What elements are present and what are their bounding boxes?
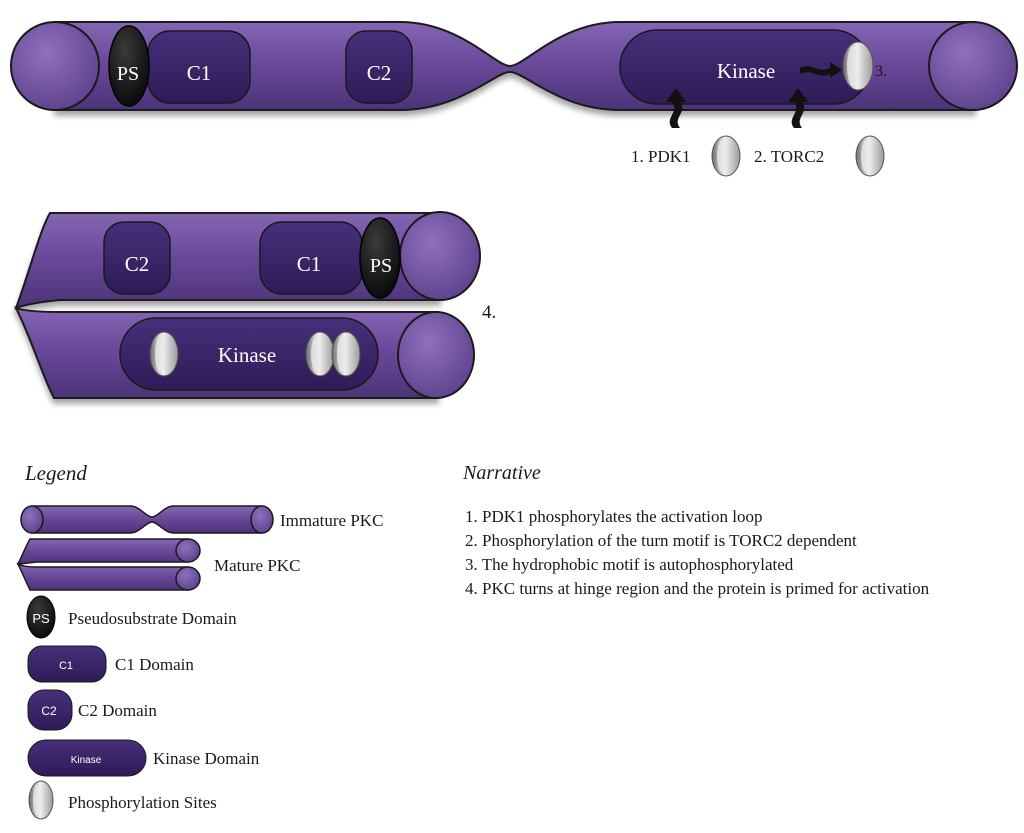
immature-ps-label: PS (117, 63, 139, 85)
mature-bottom-cap (397, 311, 475, 399)
immature-c1-label: C1 (187, 61, 212, 85)
immature-pkc: PS C1 C2 Kinase 3. 1. PDK1 2. TORC2 (10, 21, 1018, 177)
legend-ps-icon (26, 595, 56, 639)
mature-site-turn-motif (305, 331, 335, 377)
legend-c1-icon-label: C1 (59, 660, 73, 672)
mature-kinase-label: Kinase (218, 343, 276, 367)
narrative-line-2: 2. Phosphorylation of the turn motif is … (465, 531, 857, 550)
immature-ps-domain (108, 25, 150, 107)
narrative-title: Narrative (462, 462, 541, 484)
legend-ps-icon-label: PS (32, 611, 50, 626)
immature-c2-label: C2 (367, 61, 392, 85)
pdk1-phosphorylation-site (711, 135, 741, 177)
legend-immature-icon (20, 505, 274, 534)
narrative-line-1: 1. PDK1 phosphorylates the activation lo… (465, 507, 762, 526)
legend-mature-label: Mature PKC (214, 556, 300, 575)
legend-kinase-icon (27, 739, 147, 777)
narrative: Narrative 1. PDK1 phosphorylates the act… (462, 462, 930, 598)
narrative-line-3: 3. The hydrophobic motif is autophosphor… (465, 555, 794, 574)
mature-ps-label: PS (370, 255, 392, 277)
step-3-label: 3. (875, 63, 887, 80)
step-4-label: 4. (482, 302, 496, 323)
legend-ps-label: Pseudosubstrate Domain (68, 609, 237, 628)
step-3-arrow-icon (800, 62, 842, 78)
legend-title: Legend (24, 461, 87, 485)
mature-site-activation-loop (149, 331, 179, 377)
legend: Legend Immature PKC Mature PKC PS Pseudo… (16, 461, 383, 820)
step-2-arrow-icon (788, 88, 808, 128)
legend-kinase-icon-label: Kinase (71, 755, 102, 766)
legend-c2-icon-label: C2 (41, 704, 57, 718)
mature-c2-domain (103, 221, 171, 295)
mature-top-cap (399, 211, 481, 301)
hydrophobic-motif-site (842, 41, 874, 91)
legend-c2-icon (27, 689, 73, 731)
mature-c2-label: C2 (125, 252, 150, 276)
mature-pkc: C2 C1 PS Kinase 4. (13, 211, 496, 399)
legend-sites-label: Phosphorylation Sites (68, 793, 217, 812)
narrative-line-4: 4. PKC turns at hinge region and the pro… (465, 579, 930, 598)
legend-c2-label: C2 Domain (78, 701, 157, 720)
step-1-label: 1. PDK1 (631, 147, 691, 166)
legend-kinase-label: Kinase Domain (153, 749, 260, 768)
mature-ps-domain (359, 217, 401, 299)
immature-right-cap (928, 21, 1018, 111)
legend-mature-icon (16, 538, 201, 591)
step-1-arrow-icon (666, 88, 686, 128)
step-2-label: 2. TORC2 (754, 147, 824, 166)
immature-left-cap (10, 21, 100, 111)
legend-immature-label: Immature PKC (280, 511, 383, 530)
legend-phosphorylation-site-icon (28, 780, 54, 820)
legend-c1-label: C1 Domain (115, 655, 194, 674)
mature-c1-label: C1 (297, 252, 322, 276)
mature-site-hydrophobic-motif (331, 331, 361, 377)
legend-c1-icon (27, 645, 107, 683)
torc2-phosphorylation-site (855, 135, 885, 177)
immature-kinase-label: Kinase (717, 59, 775, 83)
immature-c2-domain (345, 30, 413, 104)
